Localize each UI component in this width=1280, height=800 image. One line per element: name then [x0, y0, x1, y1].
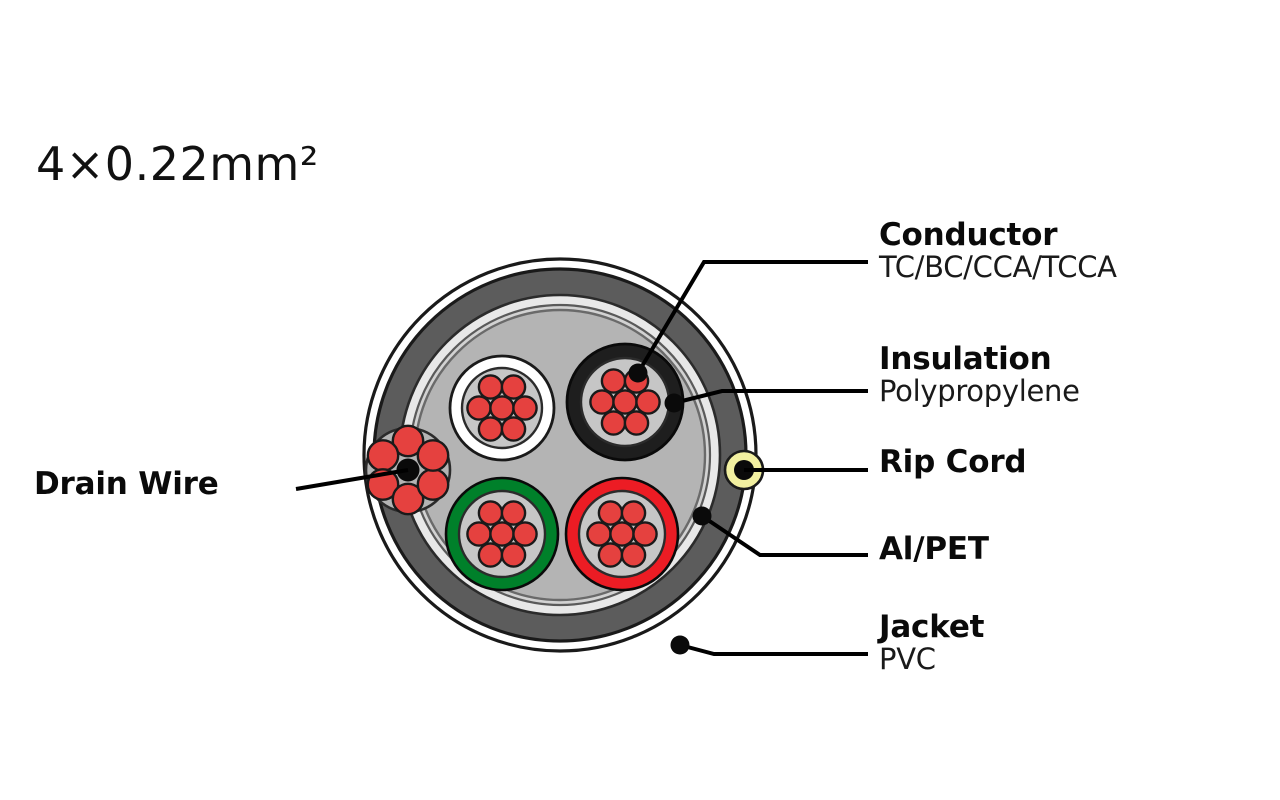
callout-conductor: Conductor TC/BC/CCA/TCCA — [879, 219, 1117, 283]
leader-dot-alpet — [692, 506, 712, 526]
callout-conductor-title: Conductor — [879, 217, 1058, 253]
spec-title: 4×0.22mm² — [36, 137, 319, 191]
callout-jacket-subtitle: PVC — [879, 641, 936, 676]
callout-al-pet: Al/PET — [879, 533, 989, 566]
leader-lines — [295, 260, 868, 656]
callout-jacket: Jacket PVC — [879, 611, 984, 675]
callout-drain-wire-title: Drain Wire — [34, 466, 219, 502]
callout-drain-wire: Drain Wire — [34, 468, 219, 501]
callout-insulation-title: Insulation — [879, 341, 1052, 377]
leader-dot-insulation — [664, 393, 684, 413]
callout-rip-cord-title: Rip Cord — [879, 444, 1027, 480]
conductor-white — [448, 354, 556, 462]
leader-conductor — [636, 260, 868, 375]
leader-alpet — [700, 514, 868, 557]
callout-al-pet-title: Al/PET — [879, 531, 989, 567]
callout-jacket-title: Jacket — [879, 609, 985, 645]
leader-dot-jacket — [670, 635, 690, 655]
callout-insulation-subtitle: Polypropylene — [879, 373, 1080, 408]
conductor-green — [444, 476, 560, 592]
leader-dots — [628, 363, 712, 655]
callout-conductor-subtitle: TC/BC/CCA/TCCA — [879, 249, 1117, 284]
leader-dot-conductor — [628, 363, 648, 383]
callout-rip-cord: Rip Cord — [879, 444, 1027, 480]
conductor-black — [565, 342, 685, 462]
conductor-red — [564, 476, 680, 592]
leader-drain-wire — [295, 468, 409, 491]
leader-insulation — [673, 389, 868, 405]
leader-jacket — [679, 643, 868, 656]
callout-insulation: Insulation Polypropylene — [879, 343, 1080, 407]
